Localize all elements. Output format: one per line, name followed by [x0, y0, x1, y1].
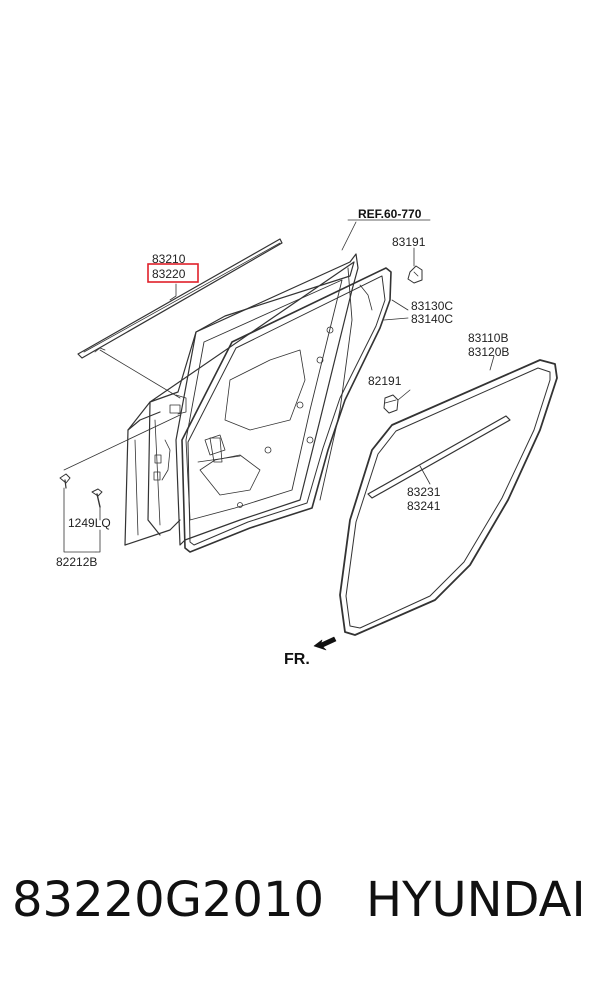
window-run-83220: [77, 238, 283, 359]
label-83241: 83241: [407, 499, 441, 513]
label-82191: 82191: [368, 374, 402, 388]
part-highlight-box: [147, 263, 199, 283]
part-caption: 83220G2010 HYUNDAI: [12, 872, 592, 928]
part-number: 83220G2010: [12, 872, 325, 928]
label-83191: 83191: [392, 235, 426, 249]
label-83220: 83220: [152, 267, 186, 281]
label-ref: REF.60-770: [358, 207, 422, 221]
leader-lines: [63, 219, 495, 553]
label-82212b: 82212B: [56, 555, 97, 569]
label-83231: 83231: [407, 485, 441, 499]
label-83110b: 83110B: [468, 331, 508, 345]
brand-name: HYUNDAI: [366, 872, 586, 928]
body-weatherstrip-83110b: [339, 359, 558, 636]
clip-82212b-icon: [59, 473, 71, 489]
plug-82191-icon: [383, 394, 399, 414]
clip-83191-icon: [407, 265, 423, 284]
label-83210: 83210: [152, 252, 186, 266]
door-frame: [175, 253, 359, 546]
label-fr: FR.: [284, 651, 310, 668]
label-83120b: 83120B: [468, 345, 509, 359]
label-1249lq: 1249LQ: [68, 516, 111, 530]
door-weatherstrip-83130c: [181, 267, 392, 553]
label-83140c: 83140C: [411, 312, 453, 326]
inner-strip-83231: [367, 415, 511, 499]
label-83130c: 83130C: [411, 299, 453, 313]
bolt-1249lq-icon: [91, 488, 103, 508]
front-arrow-icon: [313, 636, 337, 651]
